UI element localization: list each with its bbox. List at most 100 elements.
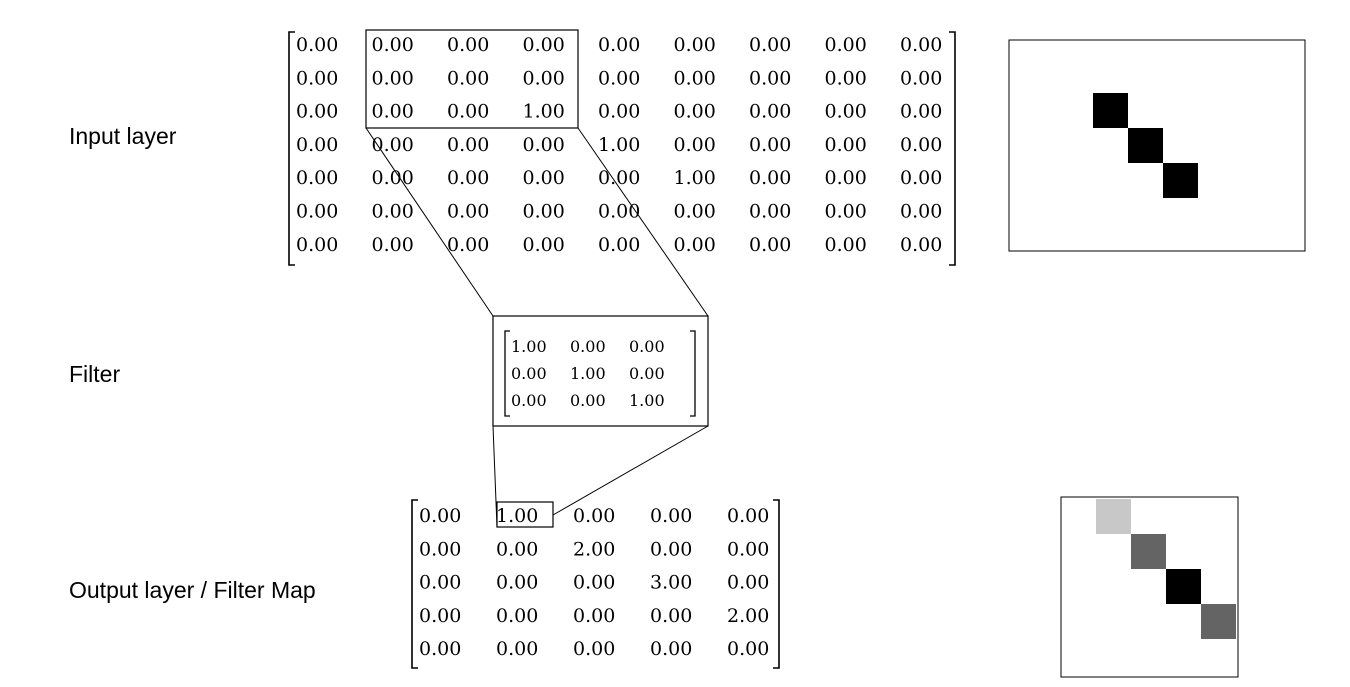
input-cell-r6-c5: 0.00: [674, 234, 716, 256]
input-cell-r0-c7: 0.00: [825, 34, 867, 56]
connector-filter-to-output-right: [552, 425, 709, 516]
input-cell-r2-c4: 0.00: [598, 101, 640, 123]
input-cell-r6-c7: 0.00: [825, 234, 867, 256]
input-cell-r1-c8: 0.00: [900, 67, 942, 89]
input-image-pixel-r4-c5: [1163, 163, 1198, 198]
input-left-bracket: [288, 31, 295, 266]
input-cell-r3-c0: 0.00: [296, 134, 338, 156]
output-image-pixel-r0-c1: [1096, 499, 1131, 534]
input-cell-r3-c1: 0.00: [372, 134, 414, 156]
input-cell-r2-c0: 0.00: [296, 101, 338, 123]
filter-cell-r1-c0: 0.00: [511, 364, 547, 383]
connector-lines: [365, 127, 709, 528]
input-cell-r2-c6: 0.00: [749, 101, 791, 123]
filter-label: Filter: [69, 361, 120, 387]
input-cell-r3-c5: 0.00: [674, 134, 716, 156]
input-cell-r1-c4: 0.00: [598, 67, 640, 89]
output-left-bracket: [411, 499, 418, 669]
input-cell-r2-c8: 0.00: [900, 101, 942, 123]
input-cell-r5-c1: 0.00: [372, 201, 414, 223]
connector-filter-to-output-left: [492, 425, 498, 528]
input-cell-r6-c1: 0.00: [372, 234, 414, 256]
input-cell-r5-c6: 0.00: [749, 201, 791, 223]
input-cell-r1-c0: 0.00: [296, 67, 338, 89]
input-cell-r6-c3: 0.00: [523, 234, 565, 256]
output-cell-r3-c3: 0.00: [650, 605, 692, 627]
input-cell-r3-c2: 0.00: [447, 134, 489, 156]
input-cell-r0-c2: 0.00: [447, 34, 489, 56]
output-cell-r4-c0: 0.00: [419, 638, 461, 660]
input-cell-r1-c1: 0.00: [372, 67, 414, 89]
input-cell-r2-c7: 0.00: [825, 101, 867, 123]
input-cell-r5-c0: 0.00: [296, 201, 338, 223]
input-cell-r6-c2: 0.00: [447, 234, 489, 256]
output-cell-r0-c1: 1.00: [496, 505, 538, 527]
input-image: [1008, 39, 1306, 252]
output-image-pixel-r2-c3: [1166, 569, 1201, 604]
connector-input-to-filter-right: [577, 127, 709, 317]
input-cell-r4-c1: 0.00: [372, 167, 414, 189]
input-cell-r0-c0: 0.00: [296, 34, 338, 56]
output-matrix-brackets: [411, 499, 780, 669]
input-cell-r4-c6: 0.00: [749, 167, 791, 189]
output-cell-r1-c1: 0.00: [496, 538, 538, 560]
input-matrix: 0.00 0.00 0.00 0.00 0.00 0.00 0.00 0.00 0.00 0.00…: [296, 34, 942, 256]
input-cell-r6-c0: 0.00: [296, 234, 338, 256]
input-cell-r3-c4: 1.00: [598, 134, 640, 156]
output-cell-r0-c4: 0.00: [727, 505, 769, 527]
input-cell-r2-c3: 1.00: [523, 101, 565, 123]
input-cell-r3-c3: 0.00: [523, 134, 565, 156]
input-cell-r0-c5: 0.00: [674, 34, 716, 56]
output-image-frame: [1060, 496, 1239, 678]
output-image-pixel-r1-c2: [1131, 534, 1166, 569]
input-cell-r0-c1: 0.00: [372, 34, 414, 56]
output-cell-r4-c1: 0.00: [496, 638, 538, 660]
input-cell-r6-c4: 0.00: [598, 234, 640, 256]
input-cell-r0-c3: 0.00: [523, 34, 565, 56]
output-cell-r2-c4: 0.00: [727, 572, 769, 594]
input-image-pixel-r2-c3: [1093, 93, 1128, 128]
input-cell-r1-c5: 0.00: [674, 67, 716, 89]
output-matrix: 0.00 1.00 0.00 0.00 0.00 0.00 0.00 2.00 0.00 0.00…: [419, 505, 769, 660]
output-cell-r3-c0: 0.00: [419, 605, 461, 627]
filter-cell-r2-c1: 0.00: [570, 391, 606, 410]
filter-cell-r0-c1: 0.00: [570, 337, 606, 356]
output-cell-r4-c4: 0.00: [727, 638, 769, 660]
input-cell-r2-c5: 0.00: [674, 101, 716, 123]
input-cell-r1-c7: 0.00: [825, 67, 867, 89]
output-image-pixel-r3-c4: [1201, 604, 1236, 639]
output-cell-r0-c3: 0.00: [650, 505, 692, 527]
output-cell-r1-c0: 0.00: [419, 538, 461, 560]
output-cell-r3-c2: 0.00: [573, 605, 615, 627]
input-cell-r1-c2: 0.00: [447, 67, 489, 89]
filter-cell-r2-c2: 1.00: [629, 391, 665, 410]
input-cell-r4-c4: 0.00: [598, 167, 640, 189]
input-cell-r4-c0: 0.00: [296, 167, 338, 189]
output-cell-r1-c3: 0.00: [650, 538, 692, 560]
filter-left-bracket: [504, 330, 510, 417]
input-layer-label: Input layer: [69, 123, 177, 149]
input-matrix-brackets: [288, 31, 956, 266]
input-cell-r1-c3: 0.00: [523, 67, 565, 89]
filter-cell-r1-c1: 1.00: [570, 364, 606, 383]
input-cell-r5-c5: 0.00: [674, 201, 716, 223]
output-cell-r4-c3: 0.00: [650, 638, 692, 660]
output-cell-r3-c4: 2.00: [727, 605, 769, 627]
output-image: [1060, 496, 1239, 678]
filter-box: [492, 315, 709, 427]
filter-cell-r0-c0: 1.00: [511, 337, 547, 356]
input-cell-r3-c7: 0.00: [825, 134, 867, 156]
output-right-bracket: [773, 499, 780, 669]
output-cell-r2-c0: 0.00: [419, 572, 461, 594]
input-cell-r5-c2: 0.00: [447, 201, 489, 223]
input-cell-r0-c4: 0.00: [598, 34, 640, 56]
output-cell-r1-c4: 0.00: [727, 538, 769, 560]
filter-cell-r0-c2: 0.00: [629, 337, 665, 356]
input-right-bracket: [949, 31, 956, 266]
output-cell-r3-c1: 0.00: [496, 605, 538, 627]
input-cell-r3-c8: 0.00: [900, 134, 942, 156]
input-cell-r4-c5: 1.00: [674, 167, 716, 189]
output-image-cells: [1096, 499, 1236, 639]
connector-input-to-filter-left: [365, 127, 494, 317]
